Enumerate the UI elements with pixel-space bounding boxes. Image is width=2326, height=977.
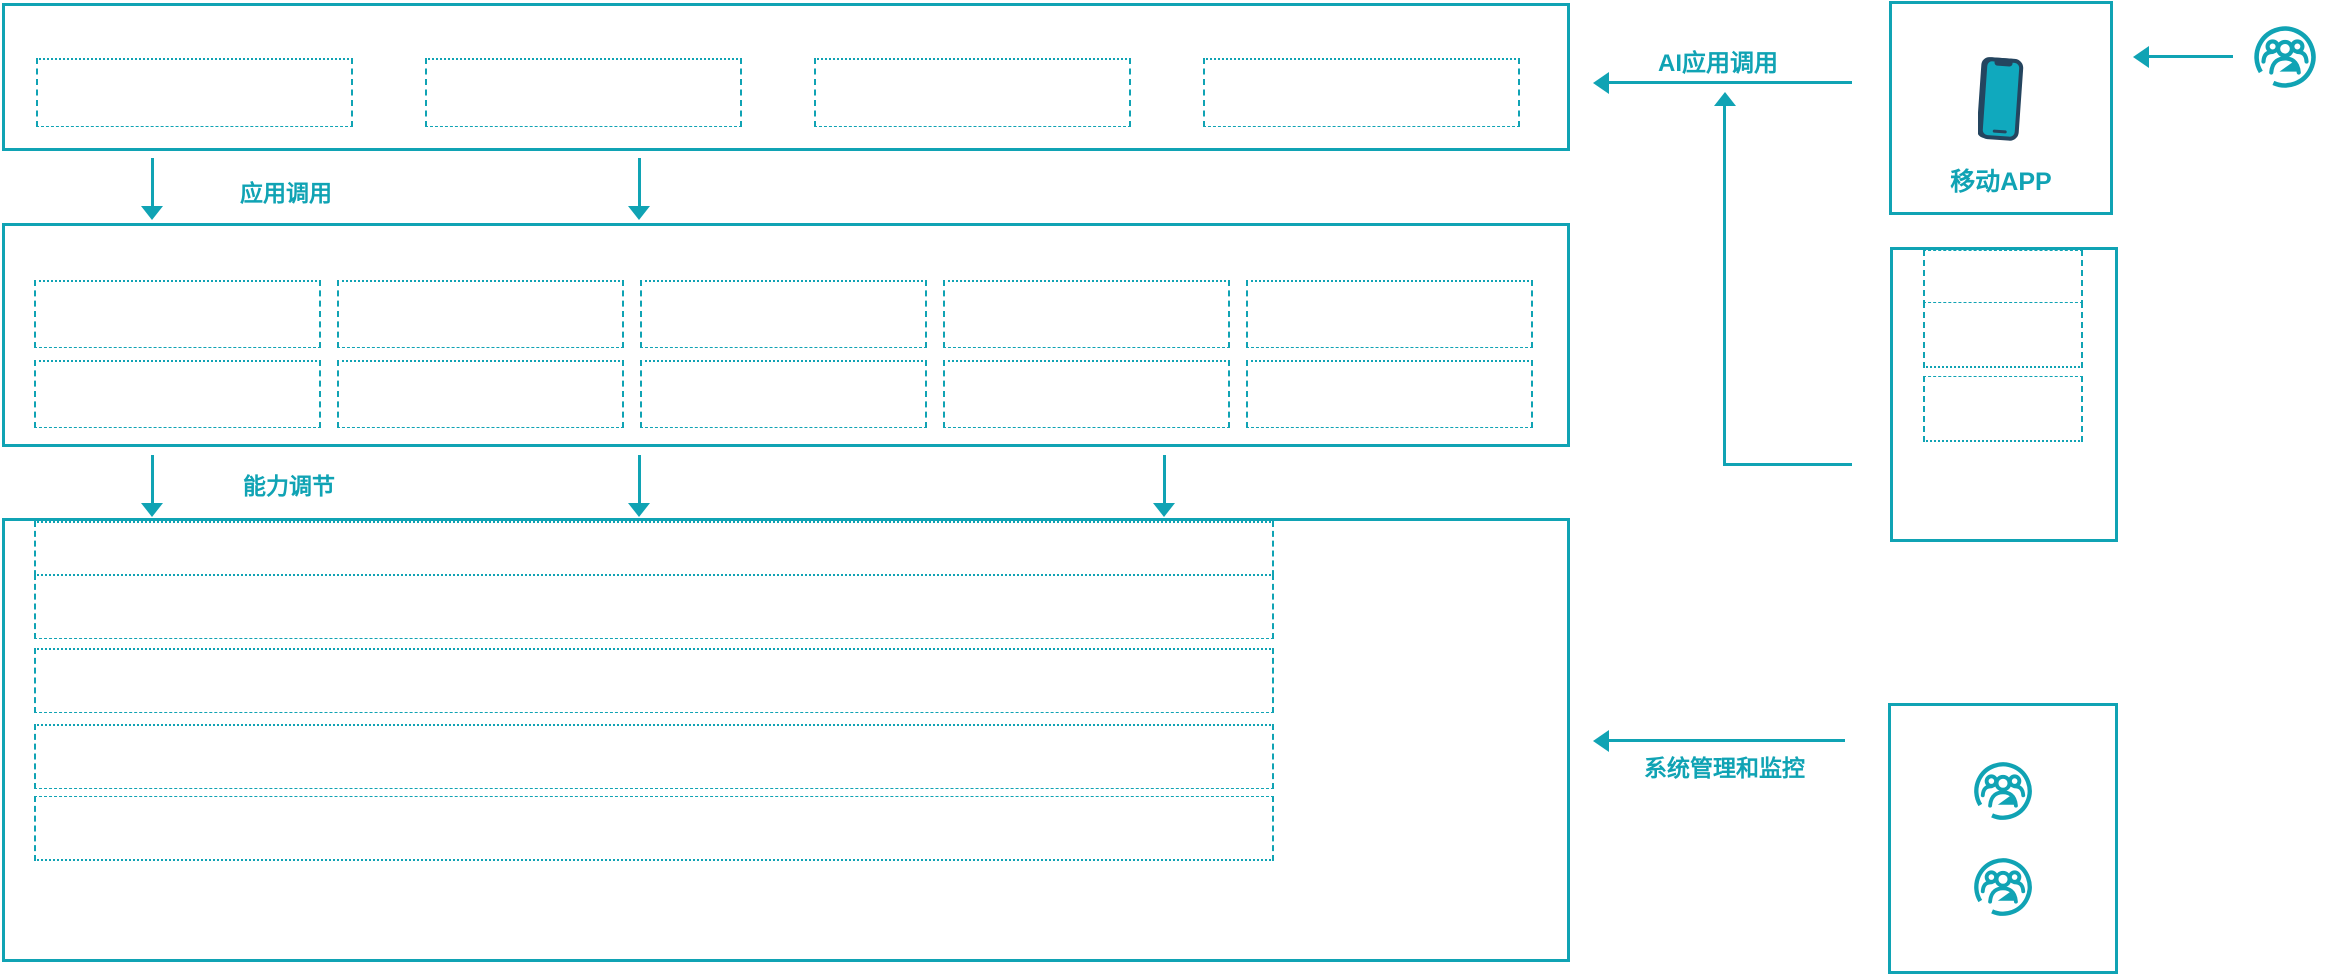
system-monitor-arrow-shaft [1609, 739, 1845, 742]
capability-arrow-3-head [1153, 503, 1175, 517]
connector-up-arrow-head [1714, 92, 1736, 106]
smartphone-icon [1978, 56, 2024, 142]
ai-app-call-label: AI应用调用 [1658, 50, 1778, 77]
admin-icons [1891, 706, 2115, 971]
capability-arrow-3-shaft [1163, 455, 1166, 503]
placeholder-box [1923, 302, 2083, 368]
capability-arrow-1-head [141, 503, 163, 517]
placeholder-box [337, 280, 624, 348]
system-monitor-label: 系统管理和监控 [1644, 755, 1805, 781]
admin-user-icon [1972, 856, 2034, 918]
user-arrow-shaft [2149, 55, 2233, 58]
ai-call-arrow-shaft [1609, 81, 1852, 84]
users-group-icon [2252, 24, 2318, 90]
connector-vertical-line [1723, 106, 1726, 466]
placeholder-box [34, 724, 1274, 789]
app-call-label: 应用调用 [240, 180, 332, 206]
placeholder-box [337, 360, 624, 428]
system-monitor-arrow-head [1593, 730, 1609, 752]
admin-user-icon [1972, 760, 2034, 822]
placeholder-box [34, 648, 1274, 713]
user-arrow-head [2133, 46, 2149, 68]
placeholder-box [1246, 280, 1533, 348]
placeholder-box [36, 58, 353, 127]
app-layer-placeholders [36, 58, 1520, 127]
placeholder-box [425, 58, 742, 127]
placeholder-box [34, 280, 321, 348]
capability-arrow-2-head [628, 503, 650, 517]
admin-box [1888, 703, 2118, 974]
placeholder-box [1923, 376, 2083, 442]
app-call-arrow-1-head [141, 206, 163, 220]
placeholder-box [814, 58, 1131, 127]
app-layer-panel [2, 3, 1570, 151]
placeholder-box [34, 360, 321, 428]
capability-arrow-1-shaft [151, 455, 154, 503]
capability-row-1 [34, 280, 1533, 348]
placeholder-box [34, 574, 1274, 639]
placeholder-box [640, 280, 927, 348]
app-call-arrow-1-shaft [151, 158, 154, 206]
ai-call-arrow-head [1593, 72, 1609, 94]
ai-service-box [1890, 247, 2118, 542]
capability-adjust-label: 能力调节 [243, 473, 335, 499]
placeholder-box [34, 796, 1274, 861]
capability-arrow-2-shaft [638, 455, 641, 503]
capability-layer-panel [2, 223, 1570, 447]
platform-layer-panel [2, 518, 1570, 962]
placeholder-box [943, 360, 1230, 428]
placeholder-box [943, 280, 1230, 348]
placeholder-box [1203, 58, 1520, 127]
placeholder-box [640, 360, 927, 428]
mobile-app-label: 移动APP [1950, 168, 2052, 196]
mobile-app-box: 移动APP [1889, 1, 2113, 215]
app-call-arrow-2-head [628, 206, 650, 220]
capability-row-2 [34, 360, 1533, 428]
placeholder-box [1246, 360, 1533, 428]
app-call-arrow-2-shaft [638, 158, 641, 206]
connector-horizontal-line [1725, 463, 1852, 466]
